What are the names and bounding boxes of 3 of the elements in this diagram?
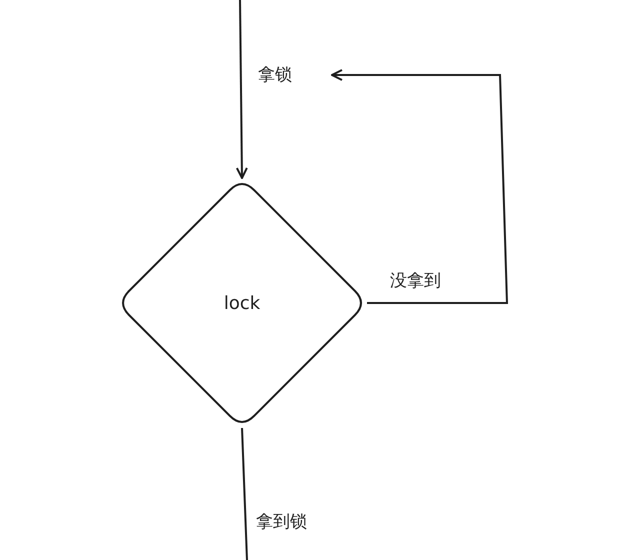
arrow [331, 69, 508, 304]
step-label: 拿锁 [258, 63, 292, 86]
arrow [236, 0, 248, 179]
